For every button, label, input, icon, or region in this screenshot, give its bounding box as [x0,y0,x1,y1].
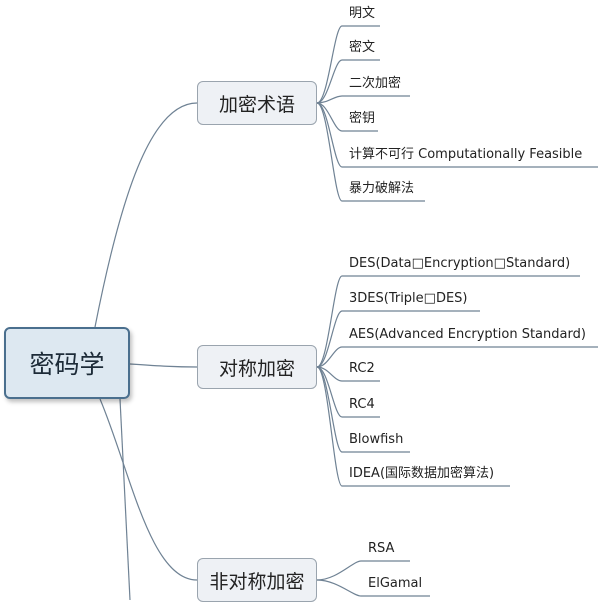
branch-label: 非对称加密 [209,570,305,593]
leaf-connector [316,102,343,202]
leaf-item: 暴力破解法 [349,181,415,196]
root-connector [94,102,198,328]
root-connector [99,398,198,581]
leaf-connector [316,346,343,368]
leaf-item: 二次加密 [349,76,402,91]
leaf-item: 明文 [349,6,376,21]
leaf-connector [316,275,343,368]
root-label: 密码学 [29,350,105,379]
leaf-item: RSA [368,541,395,556]
leaf-item: 3DES(Triple□DES) [349,291,468,306]
leaf-item: 计算不可行 Computationally Feasible [349,147,583,162]
branch-node-terminology: 加密术语 [197,81,317,125]
leaf-connector [316,25,343,104]
root-connector [129,363,198,368]
leaf-connector [316,579,362,597]
root-node: 密码学 [4,327,130,399]
leaf-item: Blowfish [349,432,404,447]
leaf-connector [316,102,343,168]
leaf-item: AES(Advanced Encryption Standard) [349,327,586,342]
leaf-item: RC2 [349,361,375,376]
leaf-item: RC4 [349,397,375,412]
leaf-item: ElGamal [368,576,423,591]
leaf-connector [316,366,343,418]
leaf-connector [316,59,343,104]
branch-label: 对称加密 [218,357,295,380]
leaf-connector [316,95,343,104]
leaf-item: 密钥 [349,111,376,126]
leaf-connector [316,366,343,487]
leaf-item: DES(Data□Encryption□Standard) [349,256,571,271]
branch-node-asymmetric: 非对称加密 [197,558,317,602]
branch-label: 加密术语 [218,93,295,116]
branch-node-symmetric: 对称加密 [197,345,317,389]
leaf-item: 密文 [349,40,376,55]
leaf-connector [316,560,362,581]
root-connector [119,398,131,600]
leaf-connector [316,310,343,368]
leaf-item: IDEA(国际数据加密算法) [349,466,495,481]
